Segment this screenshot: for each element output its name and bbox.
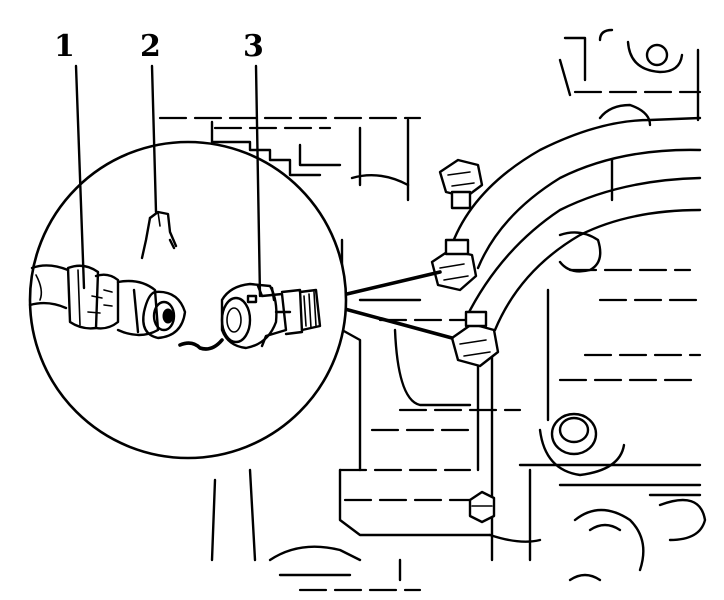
engine-block [158,28,707,592]
hex-bolt-sensor-mount [450,310,500,368]
hex-bolt-middle [430,238,478,292]
hex-bolt-top [438,158,484,210]
pressure-sensor [220,282,322,350]
connector-plug [66,264,187,340]
detail-circle [28,64,348,460]
wire-clip [140,210,178,260]
callout-1: 1 [54,29,75,64]
callout-2: 2 [140,29,161,64]
hex-bolt-lower [550,412,598,456]
callout-3: 3 [243,29,264,64]
zoom-pointer [328,270,454,340]
hex-bolt-bottom [468,490,496,524]
